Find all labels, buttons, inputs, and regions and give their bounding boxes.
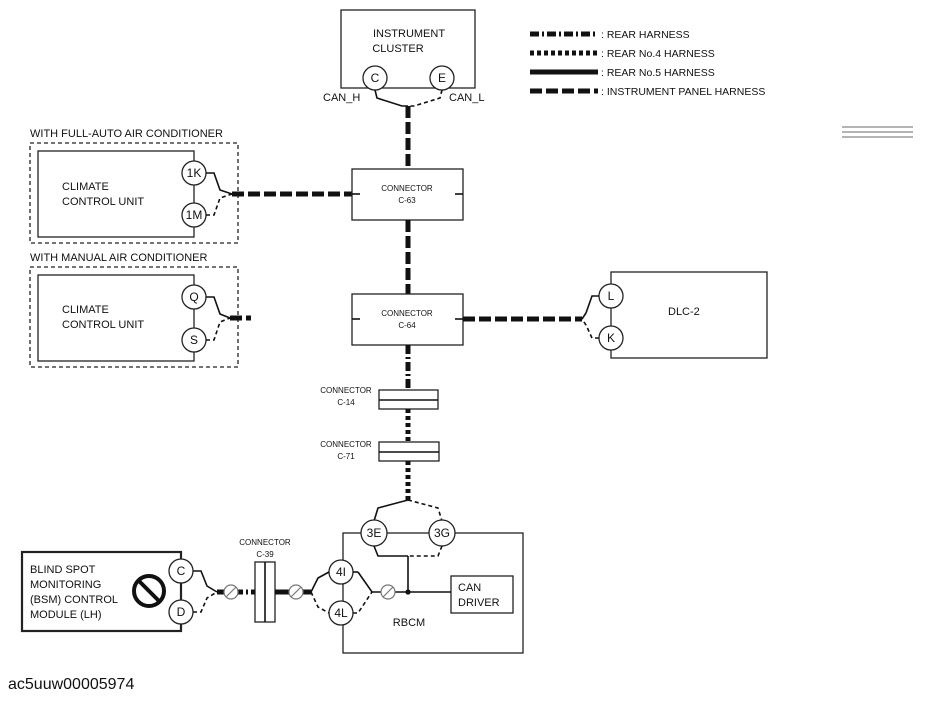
bsm-label-4: MODULE (LH)	[30, 609, 102, 621]
legend-rear-label: : REAR HARNESS	[601, 29, 690, 41]
can-l-label: CAN_L	[449, 92, 484, 104]
instrument-cluster-label-1: INSTRUMENT	[373, 28, 445, 40]
connector-c63: CONNECTOR C-63	[351, 168, 464, 221]
rbcm-internal-3e	[373, 545, 408, 557]
c39-label-1: CONNECTOR	[239, 538, 291, 547]
bsm-prohibited-icon	[132, 574, 166, 608]
c14-label-1: CONNECTOR	[320, 386, 372, 395]
rbcm-label: RBCM	[393, 617, 425, 629]
no-entry-icon-right	[288, 584, 304, 600]
wire-1m	[206, 193, 233, 216]
can-h-wire	[374, 89, 408, 107]
instrument-cluster: INSTRUMENT CLUSTER C E CAN_H CAN_L	[323, 9, 484, 104]
can-driver-box	[450, 575, 514, 614]
wire-bsm-c	[193, 570, 218, 593]
bsm-label-2: MONITORING	[30, 579, 101, 591]
c14-label-2: C-14	[337, 398, 355, 407]
pin-c-label: C	[371, 71, 380, 85]
c64-label-1: CONNECTOR	[381, 309, 433, 318]
wire-q	[206, 296, 231, 319]
legend-ip-label: : INSTRUMENT PANEL HARNESS	[601, 86, 765, 98]
connector-c39: CONNECTOR C-39	[239, 538, 291, 623]
rbcm-junction-dot	[405, 589, 411, 595]
pin-l-label: L	[608, 289, 615, 303]
can-driver-label-2: DRIVER	[458, 597, 500, 609]
wire-to-3g	[407, 499, 443, 522]
can-driver-label-1: CAN	[458, 582, 481, 594]
dlc-2: DLC-2 L K	[598, 271, 768, 359]
bsm-pin-d-circle	[168, 599, 194, 625]
c71-label-2: C-71	[337, 452, 355, 461]
manual-climate-unit: CLIMATE CONTROL UNIT Q S	[29, 266, 239, 368]
full-auto-heading: WITH FULL-AUTO AIR CONDITIONER	[30, 128, 223, 140]
bsm-pin-c-label: C	[177, 564, 186, 578]
c63-box	[351, 168, 464, 221]
faint-lines	[842, 126, 913, 138]
c63-label-2: C-63	[398, 196, 416, 205]
full-auto-label-1: CLIMATE	[62, 181, 109, 193]
pin-k-label: K	[607, 331, 615, 345]
can-h-label: CAN_H	[323, 92, 360, 104]
wire-to-4l	[310, 591, 330, 614]
pin-q-label: Q	[189, 290, 198, 304]
full-auto-inner-box	[37, 150, 195, 238]
pin-4l-label: 4L	[334, 606, 348, 620]
manual-label-2: CONTROL UNIT	[62, 319, 144, 331]
connector-c64: CONNECTOR C-64	[351, 293, 464, 346]
wire-to-3e	[373, 499, 409, 522]
bsm-label-3: (BSM) CONTROL	[30, 594, 118, 606]
wire-s	[206, 317, 231, 341]
pin-4i-label: 4I	[336, 565, 346, 579]
rbcm-internal-4l	[353, 591, 373, 614]
pin-1k-label: 1K	[187, 166, 202, 180]
wire-l	[581, 295, 599, 320]
connector-c14: CONNECTOR C-14	[320, 386, 439, 410]
wire-1k	[206, 172, 233, 195]
legend-rear5-label: : REAR No.5 HARNESS	[601, 67, 715, 79]
dlc-box	[610, 271, 768, 359]
full-auto-climate-unit: CLIMATE CONTROL UNIT 1K 1M	[29, 142, 239, 244]
pin-3e-label: 3E	[367, 526, 382, 540]
c64-label-2: C-64	[398, 321, 416, 330]
connector-c71: CONNECTOR C-71	[320, 440, 440, 462]
manual-heading: WITH MANUAL AIR CONDITIONER	[30, 252, 207, 264]
c71-label-1: CONNECTOR	[320, 440, 372, 449]
c63-label-1: CONNECTOR	[381, 184, 433, 193]
pin-s-label: S	[190, 333, 198, 347]
bsm-control-module: BLIND SPOT MONITORING (BSM) CONTROL MODU…	[20, 550, 194, 633]
rbcm-internal-3g	[408, 545, 443, 557]
c64-box	[351, 293, 464, 346]
instrument-cluster-label-2: CLUSTER	[372, 43, 423, 55]
manual-label-1: CLIMATE	[62, 304, 109, 316]
legend-rear4-label: : REAR No.4 HARNESS	[601, 48, 715, 60]
wire-k	[581, 318, 599, 339]
rbcm-no-entry-icon	[380, 584, 396, 600]
pin-3g-label: 3G	[434, 526, 450, 540]
pin-1m-label: 1M	[186, 208, 203, 222]
wire-to-4i	[310, 571, 330, 593]
no-entry-icon-left	[223, 584, 239, 600]
bsm-pin-d-label: D	[177, 605, 186, 619]
legend: : REAR HARNESS : REAR No.4 HARNESS : REA…	[530, 29, 765, 98]
full-auto-label-2: CONTROL UNIT	[62, 196, 144, 208]
bsm-label-1: BLIND SPOT	[30, 564, 96, 576]
manual-inner-box	[37, 274, 195, 362]
document-id: ac5uuw00005974	[8, 676, 135, 693]
c39-label-2: C-39	[256, 550, 274, 559]
bsm-pin-c-circle	[168, 558, 194, 584]
dlc-label: DLC-2	[668, 306, 700, 318]
can-l-wire	[408, 89, 443, 107]
rbcm: RBCM 3E 3G 4I 4L CAN DRIVER	[328, 519, 524, 654]
wire-bsm-d	[193, 591, 218, 613]
pin-e-label: E	[438, 71, 446, 85]
